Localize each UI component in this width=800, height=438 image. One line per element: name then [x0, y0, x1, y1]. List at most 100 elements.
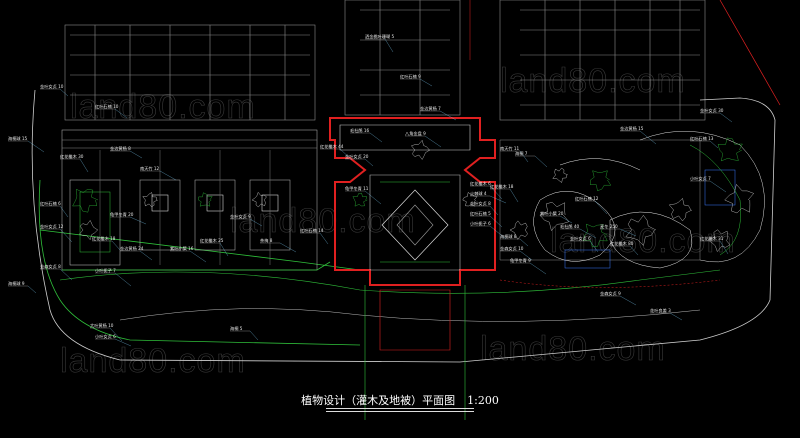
shrub-symbol: [72, 188, 99, 213]
leader-line: [639, 130, 657, 145]
shrub-symbol: [79, 220, 99, 241]
planter-block: [69, 179, 121, 266]
drawing-title: 植物设计（灌木及地被）平面图: [301, 394, 456, 407]
leader-line: [384, 38, 394, 53]
plant-label: 海桐 7: [515, 150, 528, 157]
leader-line: [439, 110, 457, 121]
plant-label: 南天竹 11: [500, 145, 520, 152]
plant-label: 红花檵木 44: [320, 143, 344, 150]
red-boundary-line: [719, 0, 781, 106]
shrub-symbol: [251, 191, 267, 208]
leader-line: [559, 215, 573, 224]
shrub-symbol: [582, 223, 608, 248]
leader-line: [489, 225, 507, 240]
garden-bed: [533, 190, 616, 262]
garden-bed: [609, 211, 693, 269]
plant-label: 红花檵木 25: [200, 237, 224, 244]
leader-line: [519, 150, 529, 163]
leader-line: [489, 215, 503, 228]
pavilion: [704, 169, 736, 206]
plant-label: 毛杜鹃 16: [350, 127, 370, 134]
plant-label: 红叶石楠 10: [95, 103, 119, 110]
plant-label: 金叶女贞 9: [230, 213, 251, 220]
leader-line: [249, 218, 263, 227]
leader-line: [59, 228, 73, 243]
buildings-layer: [64, 0, 706, 121]
plant-label: 红叶石楠 13: [690, 135, 714, 142]
leader-line: [589, 240, 599, 253]
shrub-symbol: [552, 167, 568, 183]
planter-inner: [79, 191, 111, 253]
leader-line: [594, 200, 608, 215]
shrub-symbol: [539, 201, 570, 232]
plant-label: 小叶栀子 6: [470, 220, 491, 227]
plant-label: 茶梅 8: [260, 237, 273, 244]
planter-block: [194, 179, 236, 251]
leader-line: [129, 150, 143, 159]
leader-line: [114, 108, 128, 119]
leader-line: [114, 338, 132, 347]
paving-lines: [99, 150, 271, 265]
building-wall-lines: [94, 25, 286, 120]
shrub-symbol: [142, 192, 158, 208]
leader-line: [619, 228, 637, 237]
plant-label: 金边黄杨 7: [420, 105, 441, 112]
plant-label: 红叶石楠 12: [575, 195, 599, 202]
red-dashed-line: [499, 279, 721, 288]
building-floor-lines: [70, 34, 310, 96]
leader-line: [424, 135, 442, 148]
plant-label: 龟甲冬青 11: [345, 185, 369, 192]
site-boundary: [31, 89, 776, 363]
leader-line: [534, 155, 548, 168]
green-curve: [59, 269, 721, 294]
plant-label: 龟甲冬青 20: [110, 211, 134, 218]
shrub-symbol: [462, 191, 478, 207]
pavilion: [564, 249, 611, 269]
plant-label: 红叶石楠 5: [470, 210, 491, 217]
leader-line: [669, 312, 683, 321]
leader-line: [509, 188, 519, 203]
green-path: [39, 229, 361, 271]
plant-label: 金森女贞 8: [40, 263, 61, 270]
building-right: [499, 0, 706, 121]
plant-label: 红叶石楠 6: [40, 200, 61, 207]
leader-line: [529, 262, 547, 275]
plaza-green-edge: [62, 261, 331, 271]
building-center: [344, 0, 461, 116]
shrub-symbol: [625, 214, 657, 246]
walkway-curve: [119, 308, 701, 322]
plant-label: 麦冬 250: [600, 223, 618, 230]
leader-line: [189, 250, 207, 263]
plant-label: 金叶女贞 6: [570, 235, 591, 242]
planter-square: [206, 194, 224, 212]
plant-label: 花叶良姜 3: [650, 307, 671, 314]
plant-label: 金边黄杨 8: [110, 145, 131, 152]
plant-label: 海桐球 15: [8, 135, 28, 142]
building-grid: [360, 0, 450, 115]
leader-line: [109, 327, 123, 342]
leader-line: [139, 250, 153, 261]
leader-line: [364, 158, 374, 167]
entrance-gate: [379, 289, 451, 351]
leader-line: [59, 268, 73, 281]
plaza-edge: [62, 139, 317, 149]
plant-label: 小叶栀子 7: [95, 267, 116, 274]
leader-line: [419, 78, 433, 87]
leader-line: [719, 112, 733, 123]
leader-line: [339, 148, 353, 161]
plant-label: 红花檵木 31: [700, 235, 724, 242]
leader-line: [489, 205, 499, 216]
plant-label: 龟甲冬青 9: [510, 257, 531, 264]
shrub-symbol: [724, 183, 755, 214]
shrub-symbol: [509, 220, 528, 240]
caption-underline: [326, 408, 474, 409]
plant-label: 金森女贞 9: [600, 290, 621, 297]
garden-path: [639, 130, 765, 263]
leader-line: [364, 190, 382, 205]
leader-line: [59, 205, 69, 218]
plant-label: 大叶黄杨 10: [90, 322, 114, 329]
leader-line: [579, 228, 597, 239]
leader-line: [27, 140, 45, 153]
